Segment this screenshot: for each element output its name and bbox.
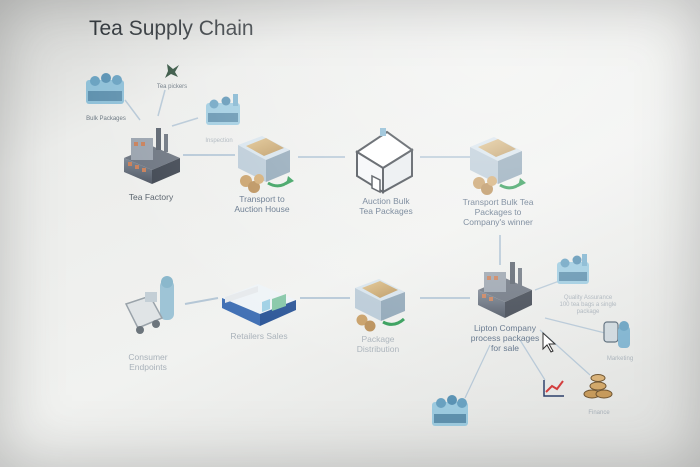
factory-icon xyxy=(124,128,180,184)
trend-chart-icon xyxy=(543,380,564,397)
consumer-endpoints-label: Consumer Endpoints xyxy=(128,352,168,372)
connector-lipton-marketing xyxy=(544,317,606,334)
tea-factory-label: Tea Factory xyxy=(128,192,174,202)
auction-bulk-label: Auction Bulk Tea Packages xyxy=(359,196,413,216)
retailers-sales-label: Retailers Sales xyxy=(230,331,288,341)
qa-group-icon xyxy=(557,254,589,284)
marketing-icon xyxy=(603,321,630,348)
distribution-truck-icon xyxy=(355,279,406,332)
inspection-group-icon xyxy=(206,94,240,125)
tea-pickers-label: Tea pickers xyxy=(156,84,188,90)
inspection-label: Inspection xyxy=(205,138,233,144)
connector-lipton-chart xyxy=(519,339,546,381)
factory-icon xyxy=(478,262,532,318)
transport-bulk-label: Transport Bulk Tea Packages to Company's… xyxy=(462,197,534,227)
coins-icon xyxy=(583,374,613,399)
transport-truck-icon xyxy=(470,137,526,195)
tea-leaf-icon xyxy=(165,64,179,78)
mouse-cursor-icon xyxy=(542,331,557,353)
transport-truck-icon xyxy=(238,136,294,193)
connector-lipton-people xyxy=(464,344,491,399)
connector-pickers-factory xyxy=(157,89,166,117)
page-title: Tea Supply Chain xyxy=(89,17,254,40)
marketing-label: Marketing xyxy=(606,356,634,362)
house-icon xyxy=(355,128,414,194)
connector-bulk-factory xyxy=(124,99,141,121)
people-group-icon xyxy=(86,73,124,104)
bulk-packages-label: Bulk Packages xyxy=(86,116,126,122)
lipton-company-label: Lipton Company process packages for sale xyxy=(470,323,540,353)
transport-auction-label: Transport to Auction House xyxy=(234,194,290,214)
quality-assurance-label: Quality Assurance 100 tea bags a single … xyxy=(559,295,617,315)
store-icon xyxy=(222,284,296,326)
consumer-icon xyxy=(124,276,174,334)
connector-inspection-factory xyxy=(171,117,199,127)
connector-retailers-consumer xyxy=(184,297,219,305)
finance-label: Finance xyxy=(588,410,610,416)
people-group-icon xyxy=(432,395,468,426)
package-distribution-label: Package Distribution xyxy=(356,334,400,354)
